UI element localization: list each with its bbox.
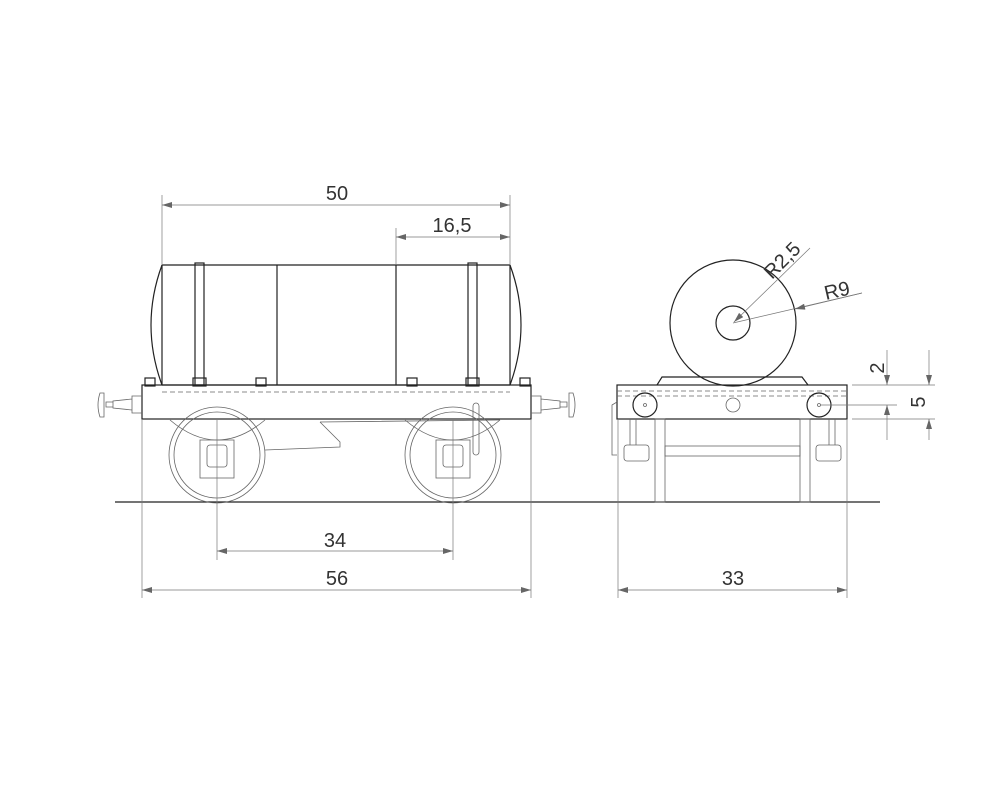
dimension-strap-offset: 16,5 <box>396 215 510 240</box>
dimension-label: R9 <box>822 278 852 305</box>
dimension-overall-width: 33 <box>618 568 847 593</box>
tank-side <box>144 262 531 387</box>
dimension-label: 56 <box>326 568 348 590</box>
wheels-side <box>168 402 502 504</box>
dimension-inner-radius: R2,5 <box>733 238 811 323</box>
tank-end <box>669 259 797 387</box>
dimension-overall-length: 56 <box>142 568 531 593</box>
centerlines <box>141 195 532 598</box>
dimension-label: 50 <box>326 183 348 205</box>
dimension-label: 33 <box>722 568 744 590</box>
dimension-wheelbase: 34 <box>217 530 453 554</box>
tank-filler <box>715 305 751 341</box>
dimension-label: R2,5 <box>760 238 805 283</box>
dimension-label: 5 <box>908 396 930 407</box>
buffers <box>97 392 576 418</box>
dimension-tank-radius: R9 <box>732 278 863 324</box>
frame-end <box>616 384 848 420</box>
dimension-frame-offset: 2 <box>867 350 890 440</box>
running-gear-end <box>611 401 842 503</box>
dimension-label: 16,5 <box>433 215 472 237</box>
dimension-frame-height: 5 <box>908 350 932 440</box>
frame-side <box>141 384 532 420</box>
dimension-tank-length: 50 <box>162 183 510 208</box>
end-view <box>611 259 935 598</box>
side-view <box>97 195 576 598</box>
dimension-label: 2 <box>867 362 889 373</box>
dimension-label: 34 <box>324 530 346 552</box>
